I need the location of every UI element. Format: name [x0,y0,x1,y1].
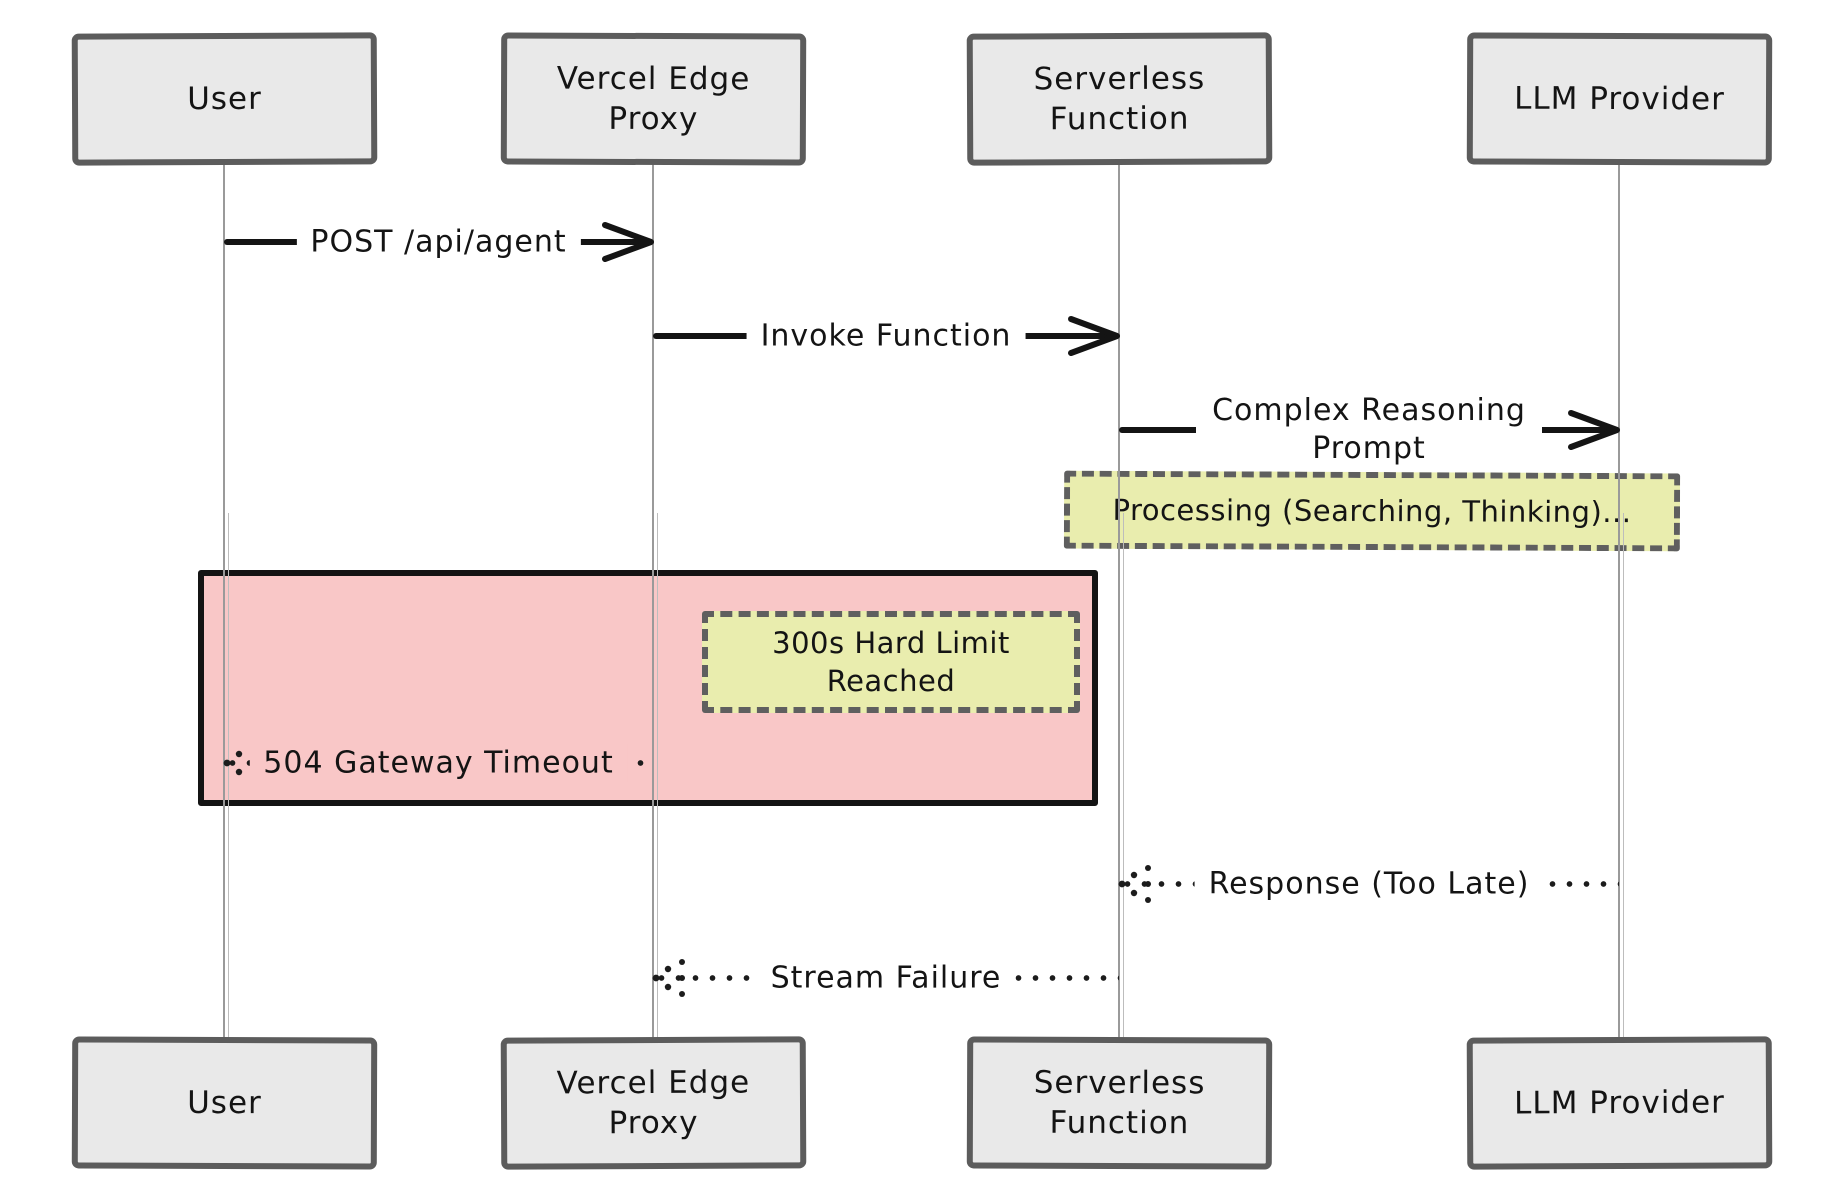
arrowhead-right-icon [602,222,654,262]
actor-llm-provider-bottom: LLM Provider [1466,1036,1773,1170]
actor-vercel-edge-proxy-bottom: Vercel Edge Proxy [500,1036,807,1170]
actor-user-bottom: User [71,1036,378,1170]
message-label: POST /api/agent [296,222,581,262]
message-label: Response (Too Late) [1194,864,1544,904]
actor-label: User [187,80,262,118]
arrowhead-right-icon [1568,410,1620,450]
actor-llm-provider-top: LLM Provider [1466,32,1773,166]
arrowhead-right-icon [1068,316,1120,356]
arrowhead-left-dotted-icon [652,959,685,997]
message-label: 504 Gateway Timeout [249,743,628,783]
note-hard-limit: 300s Hard Limit Reached [702,611,1080,713]
note-processing: Processing (Searching, Thinking)... [1063,470,1681,552]
actor-user-top: User [71,32,378,166]
lifeline-user [223,163,229,1039]
actor-label: LLM Provider [1514,1084,1725,1122]
note-processing-text: Processing (Searching, Thinking)... [1112,492,1632,530]
message-label: Complex Reasoning Prompt [1196,390,1542,470]
message-label: Stream Failure [756,958,1016,998]
actor-vercel-edge-proxy-top: Vercel Edge Proxy [500,32,807,166]
actor-serverless-function-top: Serverless Function [966,32,1273,166]
lifeline-serverless [1118,163,1124,1039]
actor-label: Vercel Edge Proxy [556,60,751,138]
note-hard-limit-text: 300s Hard Limit Reached [772,626,1010,698]
actor-label: User [187,1084,262,1122]
lifeline-vercel [652,163,658,1039]
actor-label: Serverless Function [1033,1064,1206,1142]
message-label: Invoke Function [746,316,1026,356]
lifeline-llm [1618,163,1624,1039]
actor-label: LLM Provider [1514,80,1725,118]
actor-label: Vercel Edge Proxy [556,1064,751,1142]
actor-serverless-function-bottom: Serverless Function [966,1036,1273,1170]
actor-label: Serverless Function [1033,60,1206,138]
arrowhead-left-dotted-icon [1118,865,1151,903]
